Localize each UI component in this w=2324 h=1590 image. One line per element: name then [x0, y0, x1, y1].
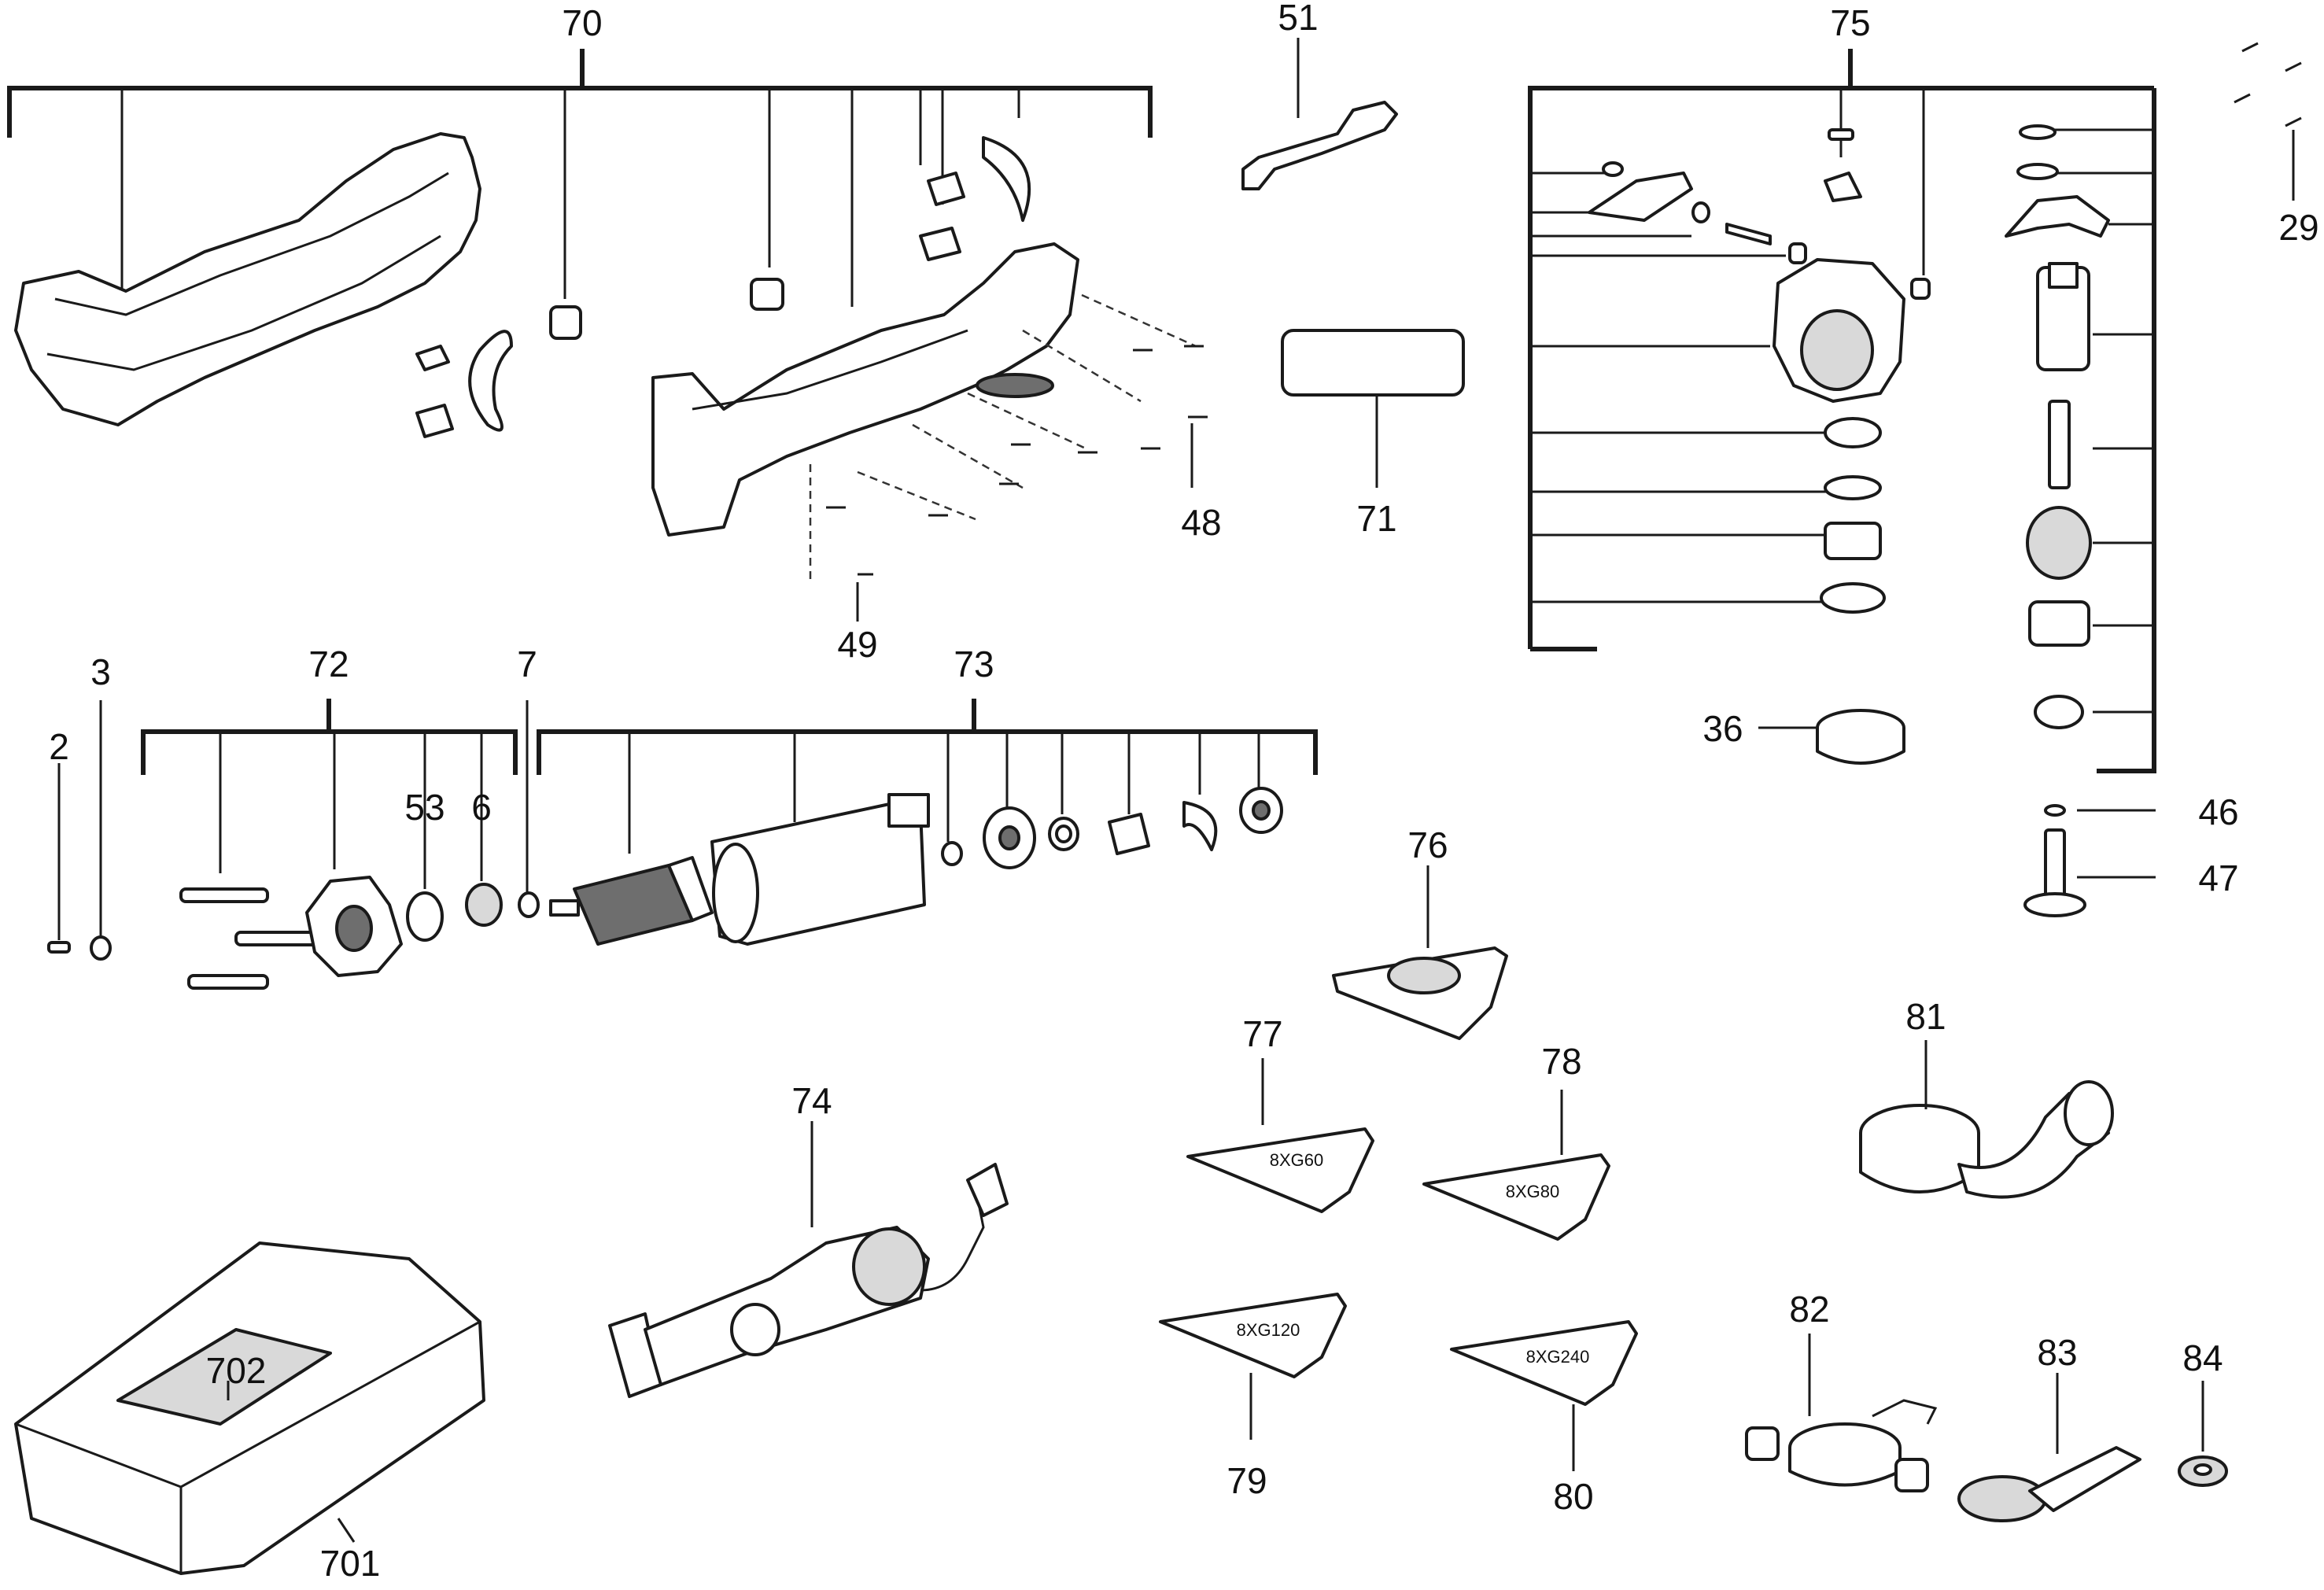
callout-53: 53 — [404, 787, 445, 828]
callout-78: 78 — [1541, 1041, 1581, 1082]
ring-36: 36 — [1702, 708, 1905, 765]
housing-group-70: 70 48 49 — [7, 2, 1222, 665]
callout-72: 72 — [308, 644, 349, 684]
motor-group-73: 73 — [537, 644, 1318, 946]
callout-46: 46 — [2198, 791, 2238, 832]
callout-83: 83 — [2037, 1332, 2077, 1373]
callout-29: 29 — [2278, 207, 2318, 248]
sheet-grit-120: 8XG120 — [1237, 1320, 1300, 1340]
switch-51: 51 — [1241, 0, 1398, 190]
clamp-pin-46-47: 46 47 — [2023, 791, 2239, 917]
callout-71: 71 — [1356, 498, 1396, 539]
sheet-grit-240: 8XG240 — [1526, 1347, 1590, 1367]
screws-29: 29 — [2234, 42, 2319, 248]
screws-48 — [912, 293, 1208, 489]
callout-51: 51 — [1278, 0, 1318, 38]
callout-80: 80 — [1553, 1476, 1593, 1517]
gearhead-group-75: 75 — [1528, 2, 2156, 773]
dust-extraction-81: 81 — [1859, 996, 2114, 1199]
electronics-module-74: 74 — [608, 1080, 1009, 1398]
screws-49 — [809, 464, 1019, 622]
housing-half-left — [14, 132, 481, 426]
sanding-sheet-78: 8XG80 78 — [1422, 1041, 1610, 1241]
screw-washer-2-3: 2 3 — [47, 651, 112, 961]
callout-702: 702 — [206, 1350, 267, 1391]
washer-84: 84 — [2178, 1337, 2228, 1487]
depth-stop-82: 82 — [1745, 1289, 1938, 1492]
sanding-sheet-77: 8XG60 77 — [1186, 1013, 1374, 1213]
callout-74: 74 — [791, 1080, 832, 1121]
callout-77: 77 — [1242, 1013, 1282, 1054]
sanding-sheet-79: 8XG120 79 — [1159, 1293, 1347, 1501]
callout-3: 3 — [90, 651, 111, 692]
callout-81: 81 — [1905, 996, 1946, 1037]
callout-2: 2 — [49, 726, 69, 767]
sanding-pad-76: 76 — [1332, 825, 1508, 1040]
bumper-block — [549, 305, 582, 340]
callout-36: 36 — [1702, 708, 1743, 749]
callout-73: 73 — [954, 644, 994, 684]
carry-case-701: 702 701 — [14, 1241, 485, 1584]
callout-47: 47 — [2198, 858, 2238, 898]
callout-70: 70 — [562, 2, 602, 43]
housing-assembled — [651, 242, 1079, 537]
callout-7: 7 — [517, 644, 537, 684]
saw-blade-83: 83 — [1957, 1332, 2141, 1522]
sheet-grit-80: 8XG80 — [1506, 1182, 1560, 1201]
callout-48: 48 — [1181, 502, 1221, 543]
callout-84: 84 — [2182, 1337, 2223, 1378]
callout-75: 75 — [1830, 2, 1870, 43]
callout-79: 79 — [1227, 1460, 1267, 1501]
bearing-plate-group-72: 72 53 6 7 — [141, 644, 540, 990]
sheet-grit-60: 8XG60 — [1270, 1150, 1324, 1170]
callout-49: 49 — [837, 624, 877, 665]
callout-6: 6 — [471, 787, 492, 828]
callout-701: 701 — [320, 1543, 381, 1584]
callout-82: 82 — [1789, 1289, 1829, 1330]
sanding-sheet-80: 8XG240 80 — [1450, 1320, 1638, 1517]
label-71: 71 — [1281, 329, 1465, 539]
callout-76: 76 — [1407, 825, 1448, 865]
